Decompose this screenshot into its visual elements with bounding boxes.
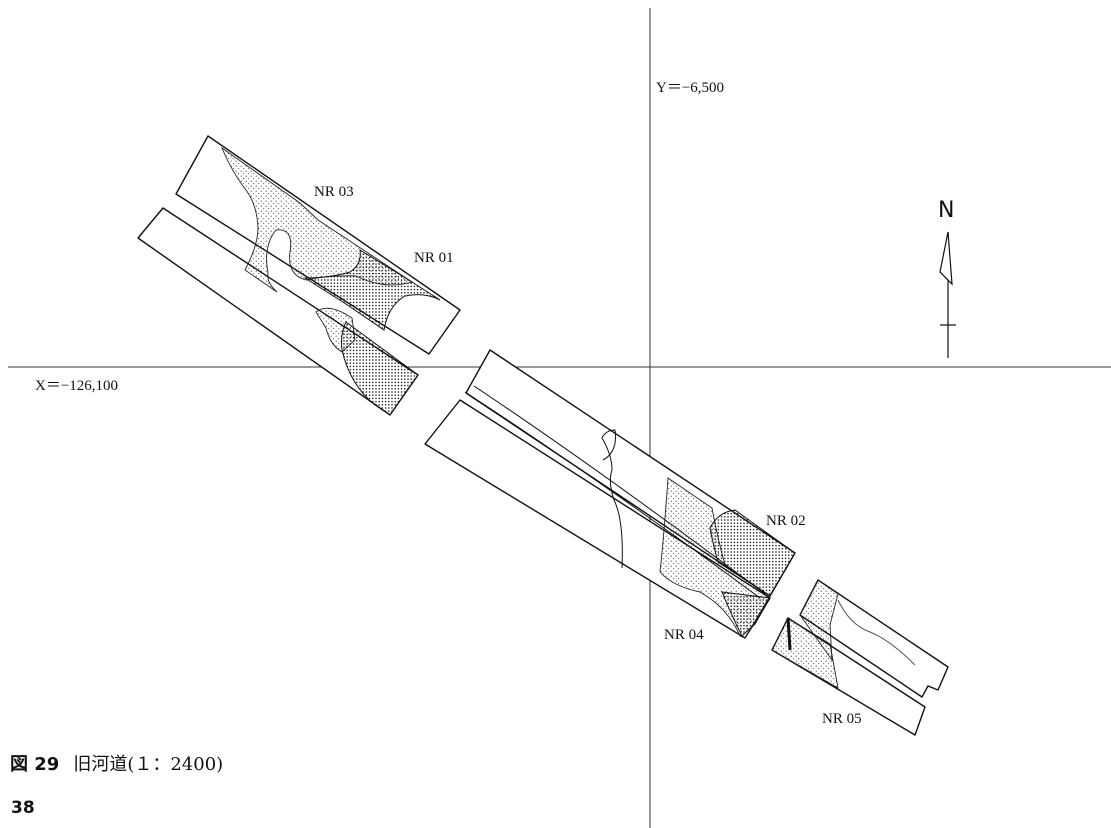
north-arrow-icon [939, 231, 956, 358]
nr01-fill [303, 249, 441, 331]
feature-label-nr04: NR 04 [664, 627, 704, 643]
grid-label-y: Y＝−6,500 [656, 80, 725, 96]
figure-number: 図 29 [10, 754, 60, 775]
north-label: N [938, 198, 955, 223]
feature-label-nr02: NR 02 [766, 513, 806, 529]
channel-line-2 [464, 391, 761, 599]
figure-caption: 図 29 旧河道(１：2400) [10, 750, 223, 776]
figure-title: 旧河道(１：2400) [73, 754, 224, 775]
feature-label-nr03: NR 03 [314, 184, 354, 200]
nr05-lower-edge [786, 617, 792, 651]
page-number: 38 [11, 798, 35, 818]
nr02-fill [709, 509, 796, 597]
channel-line-c [837, 599, 916, 666]
nr04-dense-fill [721, 591, 771, 637]
grid-label-x: X＝−126,100 [35, 378, 119, 394]
channel-edge-b [601, 429, 623, 569]
nr05-fill [799, 579, 839, 662]
nr01-lower-fill [341, 321, 419, 416]
feature-label-nr01: NR 01 [414, 250, 454, 266]
feature-label-nr05: NR 05 [822, 711, 862, 727]
channel-line-1 [473, 385, 766, 595]
